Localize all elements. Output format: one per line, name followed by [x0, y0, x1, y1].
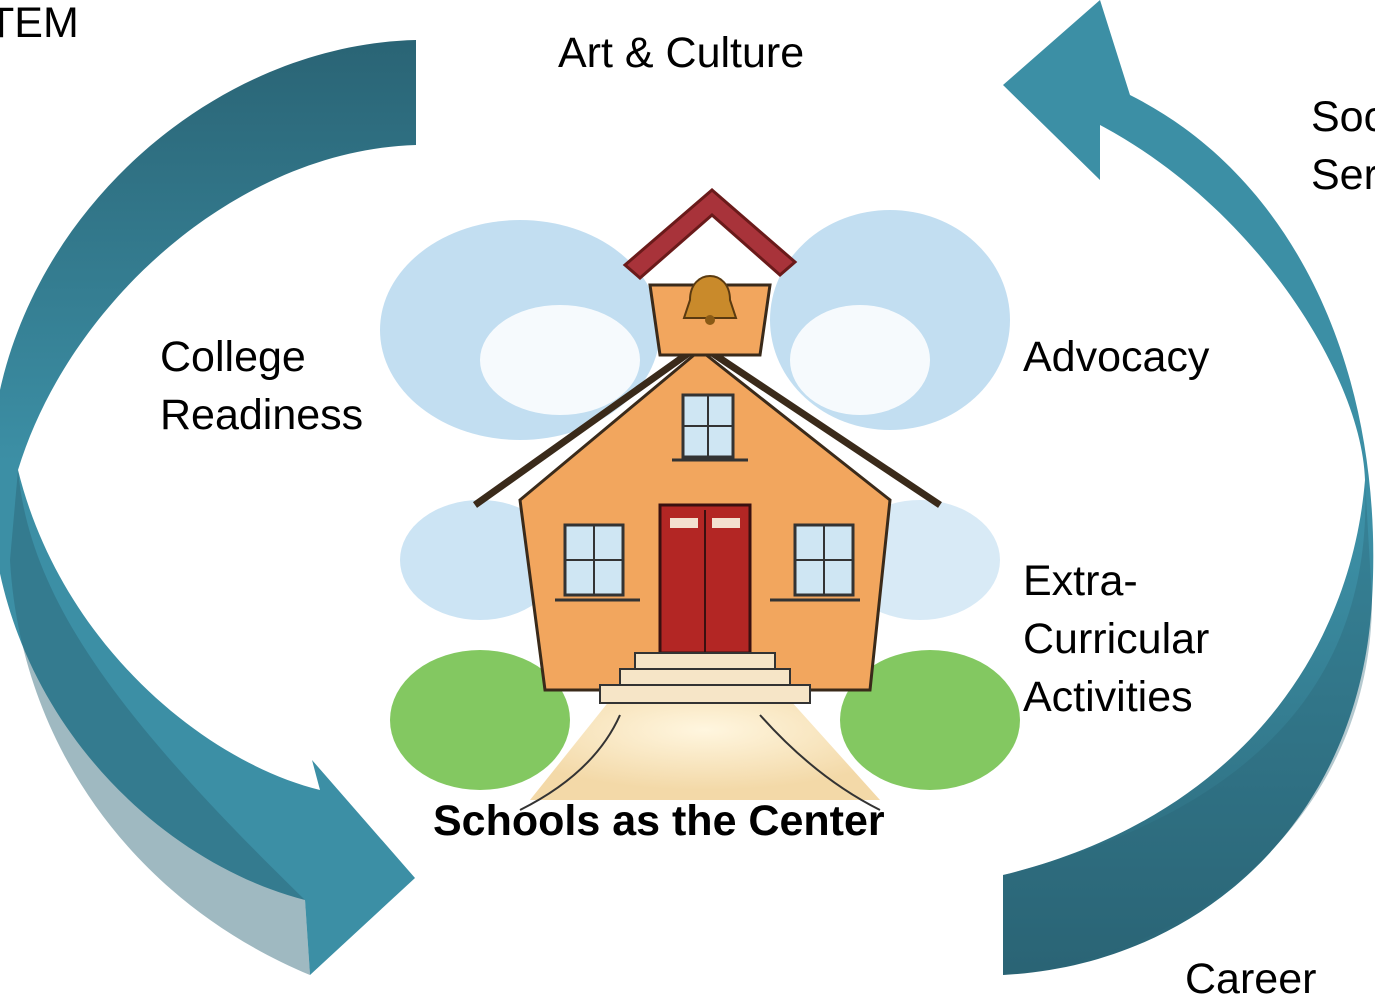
label-line: Curricular	[1023, 615, 1210, 663]
front-steps	[599, 652, 811, 704]
center-label: Schools as the Center	[433, 797, 885, 845]
label-advocacy: Advocacy	[1023, 333, 1210, 381]
label-line: Soc	[1311, 93, 1375, 141]
label-art-culture: Art & Culture	[558, 29, 805, 77]
schoolhouse-illustration	[380, 188, 1020, 811]
cycle-diagram	[0, 0, 1374, 975]
walkway-edge	[519, 714, 621, 811]
left-window	[555, 523, 640, 602]
tower-roof	[622, 188, 798, 280]
label-extra-curricular: Extra- Curricular Activities	[1023, 552, 1209, 726]
right-arrow-fold	[1003, 480, 1372, 975]
right-window	[770, 523, 860, 602]
sky-cloud	[790, 305, 930, 415]
label-stem: TEM	[0, 0, 79, 47]
grass	[390, 650, 570, 790]
sky-cloud	[480, 305, 640, 415]
walkway	[530, 700, 880, 800]
label-college-readiness: College Readiness	[160, 328, 363, 444]
sky-cloud	[400, 500, 560, 620]
bell-icon	[682, 275, 738, 319]
label-line: Extra-	[1023, 557, 1138, 605]
label-line: Readiness	[160, 391, 364, 439]
walkway-edge	[759, 714, 881, 811]
label-career: Career	[1185, 955, 1317, 1003]
left-arrow-fold	[10, 470, 310, 975]
grass	[840, 650, 1020, 790]
left-cycle-arrow-icon	[0, 40, 416, 975]
label-social-services: Soc Ser	[1311, 88, 1375, 204]
bell-clapper	[705, 315, 715, 325]
label-line: College	[160, 333, 306, 381]
right-cycle-arrow-icon	[1003, 0, 1374, 975]
label-line: Activities	[1023, 673, 1193, 721]
label-line: Ser	[1311, 151, 1375, 199]
